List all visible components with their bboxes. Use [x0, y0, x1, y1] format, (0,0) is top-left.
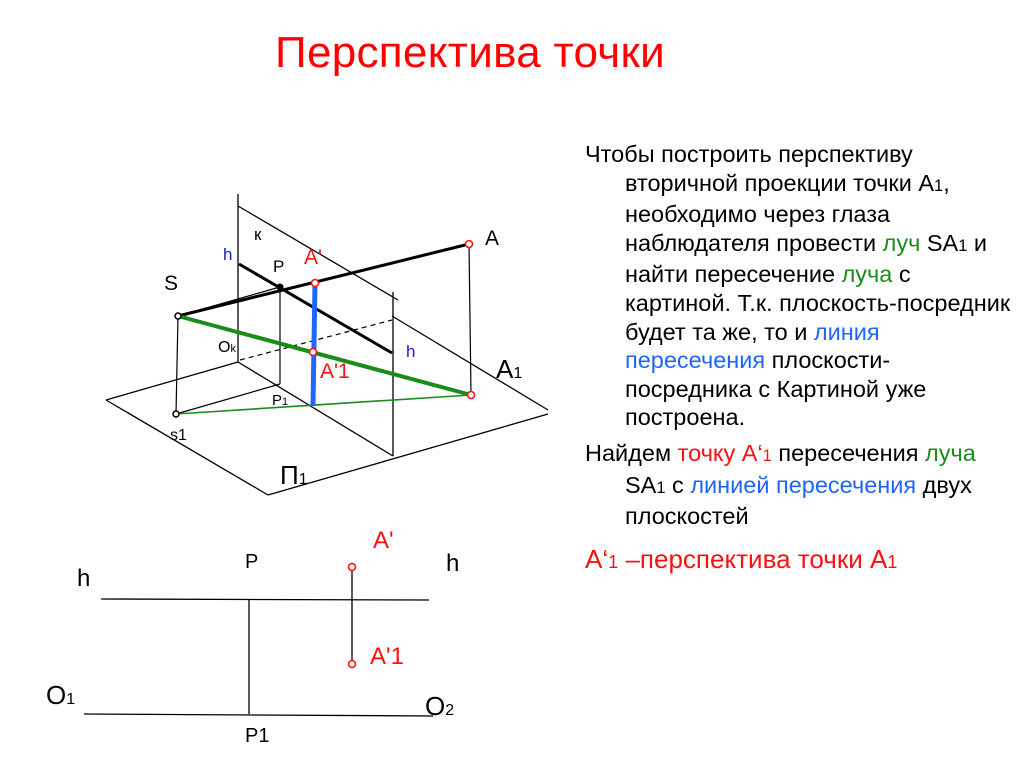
point-a-prime-1 [308, 347, 318, 357]
ray-s1-a1 [175, 394, 472, 415]
point-a-prime [310, 278, 320, 288]
slide-title: Перспектива точки [275, 28, 665, 77]
keyword-ray: луч [882, 229, 921, 256]
keyword-intersection-line: линия пересечения [625, 318, 880, 374]
a-to-a1-projector [468, 243, 472, 396]
label-a-prime: A' [304, 246, 322, 269]
label-2d-p1: P1 [245, 725, 269, 747]
label-2d-h-left: h [77, 565, 90, 592]
label-p: P [273, 257, 284, 276]
picture-2d-diagram [83, 567, 434, 717]
label-a-prime-1: A'1 [320, 360, 350, 383]
point-s [174, 312, 182, 320]
keyword-ray: луча [925, 439, 976, 466]
s-to-s1-projector [175, 315, 179, 415]
ground-line-o1-o2 [83, 713, 434, 717]
keyword-point: точку А‘ [677, 439, 763, 466]
label-2d-p: P [245, 551, 258, 573]
label-s1: s1 [170, 427, 187, 444]
explanation-paragraph-2: Найдем точку А‘1 пересечения луча SA1 с … [585, 439, 976, 530]
explanation-text: Чтобы построить перспективу вторичной пр… [585, 140, 1015, 576]
label-2d-o1: O1 [46, 680, 75, 710]
label-s: S [164, 272, 178, 295]
label-a: A [485, 227, 499, 250]
label-2d-a-prime: A' [373, 527, 394, 554]
point-p [276, 283, 284, 291]
point-a1 [466, 390, 476, 400]
label-ok: Ok [218, 339, 236, 356]
horizon-line-2d [100, 598, 430, 601]
point-a-prime-2d [347, 562, 357, 572]
label-k: к [254, 225, 262, 244]
label-2d-o2: O2 [425, 691, 454, 721]
s1-to-p1-line [175, 383, 281, 415]
point-a [464, 239, 474, 249]
point-s1 [172, 410, 180, 418]
ray-s-a1 [177, 314, 472, 397]
conclusion-text: А‘1 –перспектива точки А1 [585, 543, 898, 574]
dashed-base-line [239, 319, 393, 361]
label-2d-h-right: h [446, 550, 459, 577]
label-2d-a-prime-1: A'1 [370, 643, 404, 670]
label-a1: A1 [496, 354, 522, 384]
ray-sa [177, 242, 470, 318]
keyword-ray: луча [841, 261, 893, 288]
keyword-intersection-line: линией пересечения [690, 471, 917, 498]
label-pi1: П1 [280, 460, 308, 490]
point-a-prime-1-2d [347, 659, 357, 669]
label-p1: P1 [272, 392, 288, 409]
ground-plane-pi1 [105, 315, 549, 496]
intersection-line-blue [310, 282, 318, 407]
explanation-paragraph-1: Чтобы построить перспективу вторичной пр… [585, 141, 1011, 431]
label-h-left: h [223, 245, 232, 264]
label-h-right: h [406, 342, 415, 361]
